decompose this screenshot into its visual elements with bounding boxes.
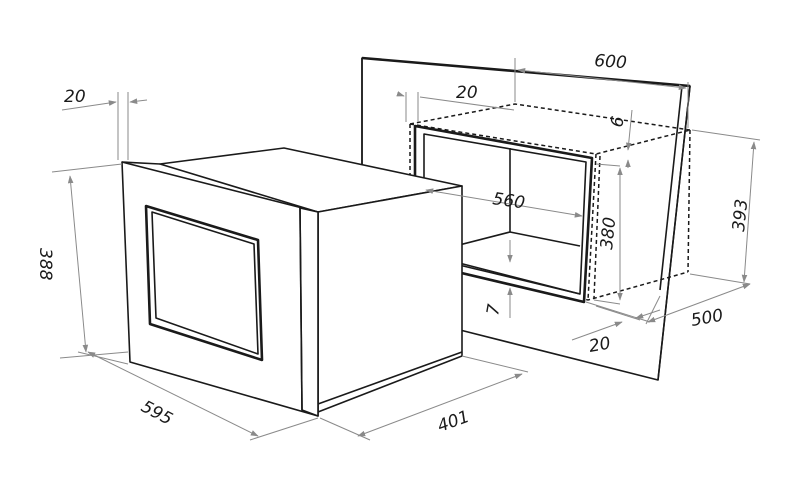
label-niche-offset-20: 20 bbox=[456, 83, 478, 103]
label-niche-height-380: 380 bbox=[597, 216, 620, 250]
label-wall-width-600: 600 bbox=[594, 51, 628, 73]
dimension-lines bbox=[51, 58, 761, 441]
label-oven-width-595: 595 bbox=[138, 397, 176, 430]
label-niche-bottom-gap-7: 7 bbox=[483, 303, 505, 317]
label-niche-depth-500: 500 bbox=[689, 306, 724, 331]
label-niche-front-20: 20 bbox=[587, 333, 612, 356]
label-niche-height-393: 393 bbox=[729, 198, 752, 232]
built-in-oven bbox=[121, 147, 463, 417]
label-oven-frame-20: 20 bbox=[64, 87, 86, 107]
label-niche-width-560: 560 bbox=[491, 189, 526, 213]
label-niche-top-gap-6: 6 bbox=[607, 115, 629, 129]
label-oven-depth-401: 401 bbox=[435, 407, 472, 437]
label-oven-height-388: 388 bbox=[35, 248, 55, 281]
